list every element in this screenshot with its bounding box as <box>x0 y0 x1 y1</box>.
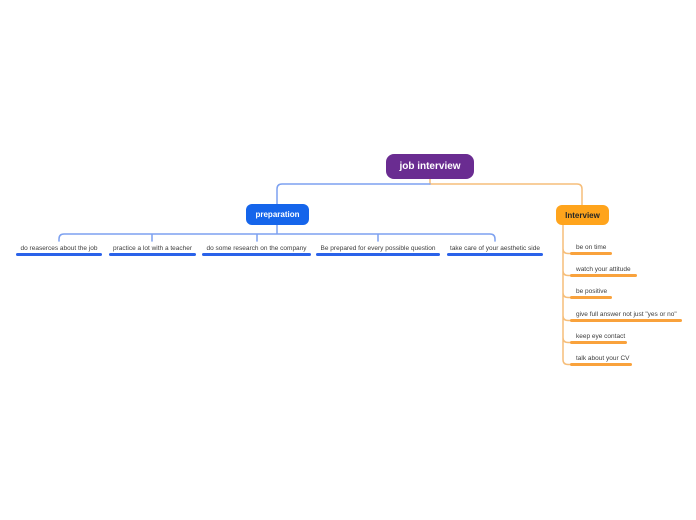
leaf-node[interactable]: be on time <box>570 243 612 255</box>
leaf-underline <box>570 296 612 299</box>
leaf-label: take care of your aesthetic side <box>450 245 540 252</box>
leaf-underline <box>16 253 102 256</box>
link-interview-children <box>562 224 572 366</box>
leaf-underline <box>570 319 682 322</box>
root-node-label: job interview <box>399 161 461 172</box>
leaf-underline <box>202 253 311 256</box>
branch-node-label: preparation <box>255 210 300 219</box>
leaf-label: do reaserces about the job <box>20 245 98 252</box>
leaf-label: practice a lot with a teacher <box>112 245 193 252</box>
leaf-label: keep eye contact <box>576 333 626 340</box>
leaf-node[interactable]: keep eye contact <box>570 332 627 344</box>
leaf-node[interactable]: Be prepared for every possible question <box>316 244 440 256</box>
leaf-node[interactable]: do reaserces about the job <box>16 244 102 256</box>
branch-node-interview[interactable]: Interview <box>556 205 609 225</box>
leaf-node[interactable]: do some research on the company <box>202 244 311 256</box>
leaf-node[interactable]: take care of your aesthetic side <box>447 244 543 256</box>
leaf-label: Be prepared for every possible question <box>320 245 436 252</box>
leaf-label: do some research on the company <box>206 245 307 252</box>
leaf-node[interactable]: practice a lot with a teacher <box>109 244 196 256</box>
leaf-underline <box>570 363 632 366</box>
branch-node-label: Interview <box>565 210 600 220</box>
branch-node-preparation[interactable]: preparation <box>246 204 309 225</box>
link-preparation-children <box>58 224 496 242</box>
leaf-underline <box>447 253 543 256</box>
root-node-job-interview[interactable]: job interview <box>386 154 474 179</box>
link-root-interview <box>429 177 583 206</box>
leaf-underline <box>316 253 440 256</box>
link-root-preparation <box>276 183 431 205</box>
leaf-label: give full answer not just "yes or no" <box>576 311 677 318</box>
leaf-node[interactable]: be positive <box>570 287 612 299</box>
leaf-underline <box>109 253 196 256</box>
leaf-label: be positive <box>576 288 608 295</box>
leaf-label: talk about your CV <box>576 355 630 362</box>
leaf-underline <box>570 274 637 277</box>
leaf-label: watch your attitude <box>576 266 631 273</box>
leaf-node[interactable]: give full answer not just "yes or no" <box>570 310 682 322</box>
leaf-node[interactable]: watch your attitude <box>570 265 637 277</box>
leaf-underline <box>570 252 612 255</box>
leaf-node[interactable]: talk about your CV <box>570 354 632 366</box>
leaf-underline <box>570 341 627 344</box>
leaf-label: be on time <box>576 244 607 251</box>
